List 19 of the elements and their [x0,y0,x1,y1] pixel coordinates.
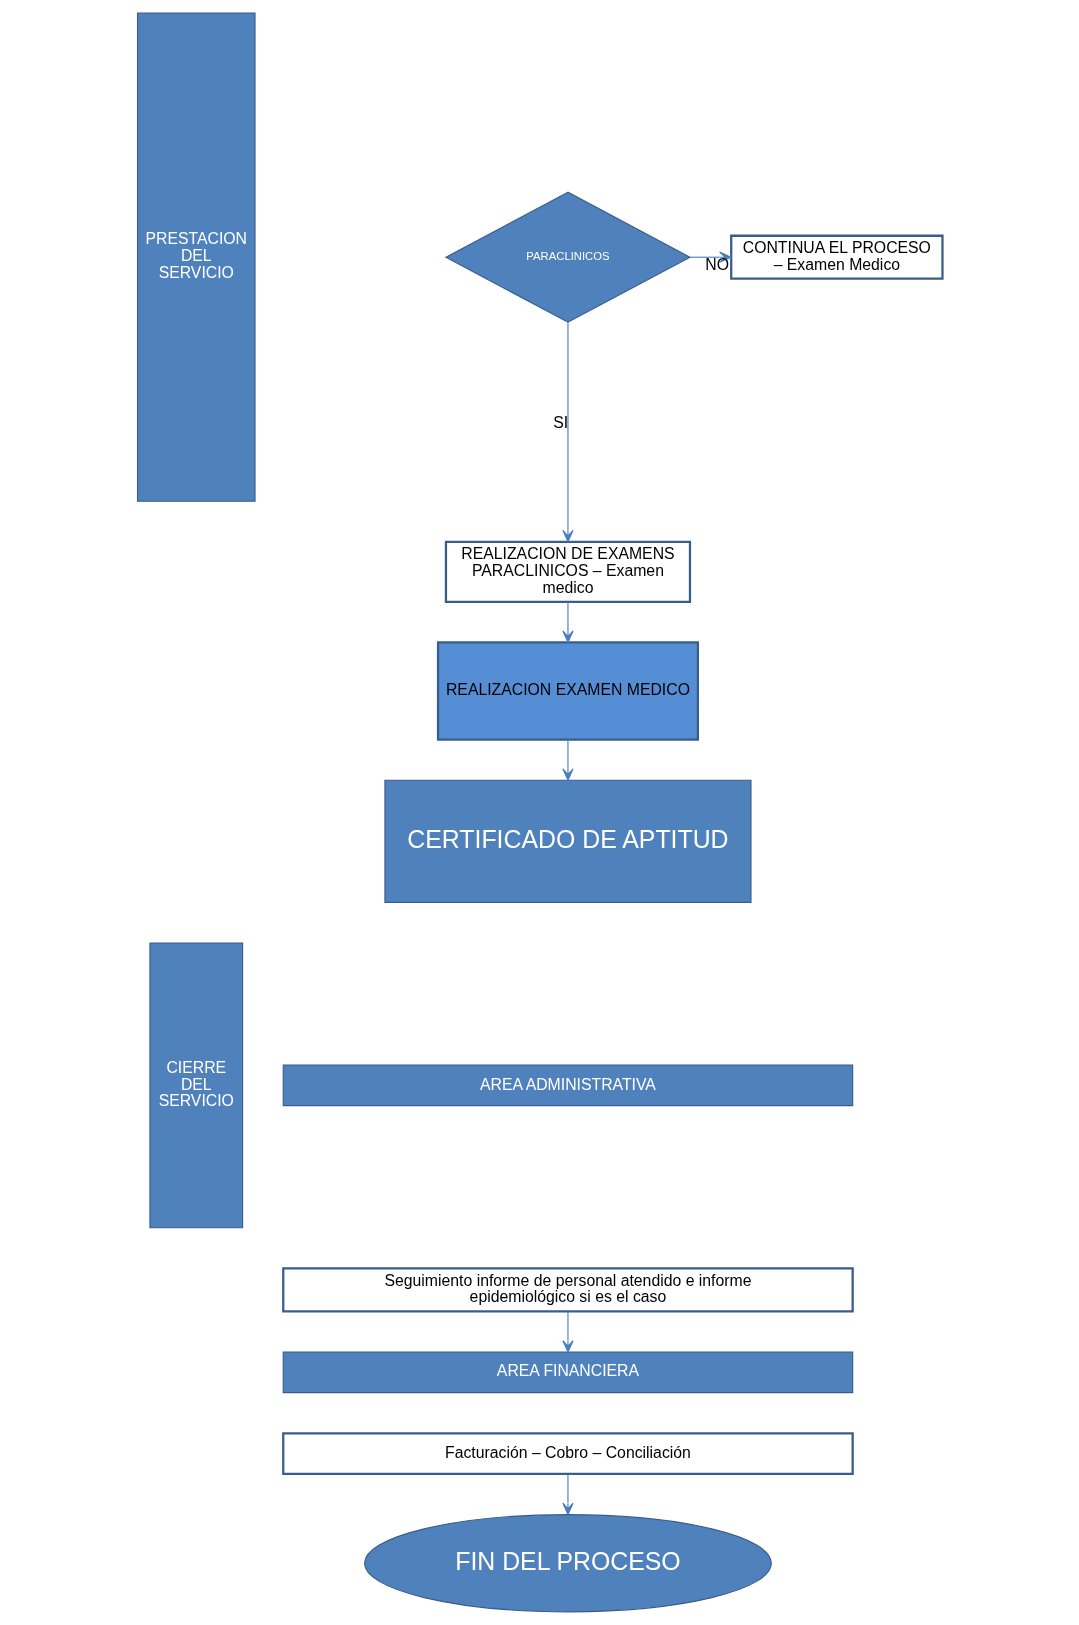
node-ellipse: FIN DEL PROCESO [363,1514,772,1613]
node-box: AREA FINANCIERA [282,1351,853,1394]
arrow [561,1473,574,1515]
node-box: Facturación – Cobro – Conciliación [281,1432,854,1476]
node-diamond: PARACLINICOS [444,191,691,323]
arrow [561,601,574,643]
node-box: CIERRE DEL SERVICIO [148,942,243,1229]
node-box: CERTIFICADO DE APTITUD [383,779,752,903]
node-box: Seguimiento informe de personal atendido e informe epidemiológico si es el caso [281,1267,854,1313]
arrow [561,739,574,781]
node-box: AREA ADMINISTRATIVA [282,1064,853,1107]
arrow [561,321,574,543]
node-box: REALIZACION DE EXAMENS PARACLINICOS – Examen medico [444,540,691,603]
node-box: CONTINUA EL PROCESO – Examen Medico [729,234,944,280]
edge-label: SI [552,413,568,431]
node-box: REALIZACION EXAMEN MEDICO [436,641,699,741]
edge-label: NO [704,255,729,273]
node-box: PRESTACION DEL SERVICIO [136,12,256,502]
arrow [561,1311,574,1353]
